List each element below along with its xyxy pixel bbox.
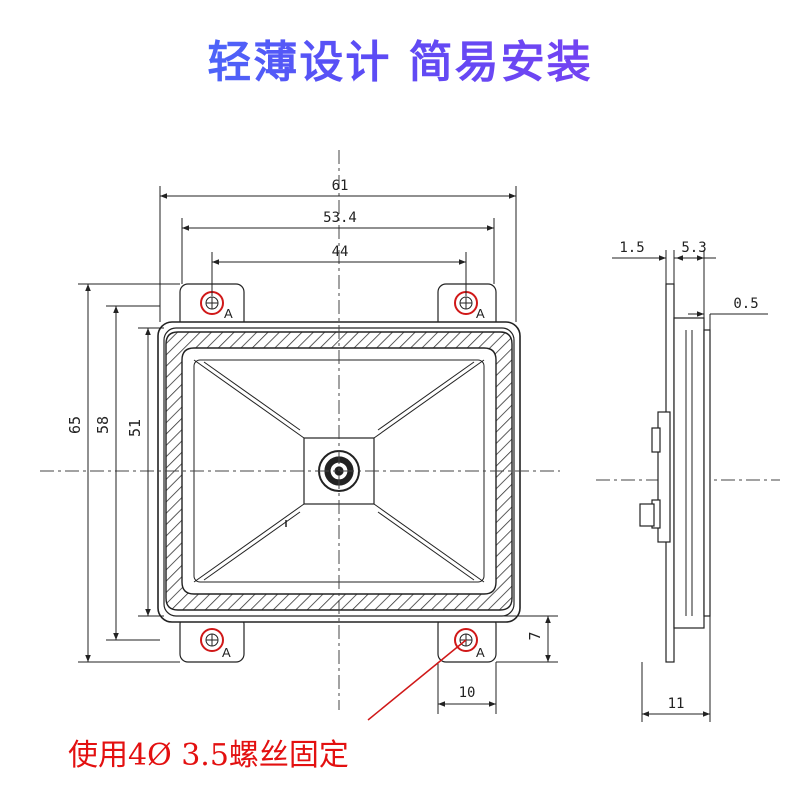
page-title: 轻薄设计 简易安装 (0, 26, 800, 90)
dim-height-mid: 58 (94, 416, 112, 434)
cone-lines (193, 359, 485, 583)
dim-tab-height: 7 (526, 631, 544, 640)
hole-top-left (205, 296, 219, 310)
hole-bottom-left (205, 633, 219, 647)
center-lines (40, 150, 780, 710)
leader-line (367, 639, 467, 721)
side-view (639, 283, 711, 663)
dim-side-flange: 1.5 (619, 240, 644, 256)
dim-height-outer: 65 (66, 416, 84, 434)
dim-width-mid: 53.4 (323, 210, 357, 226)
hole-top-right (459, 296, 473, 310)
dim-side-body: 5.3 (681, 240, 706, 256)
dim-width-outer: 61 (332, 178, 349, 194)
side-terminal (657, 411, 671, 543)
dim-tab-width: 10 (459, 685, 476, 701)
hole-marker-bl: A (222, 645, 231, 660)
side-dimension-lines (612, 250, 768, 722)
dim-height-inner: 51 (126, 419, 144, 437)
side-lip (703, 329, 711, 617)
dim-side-lip: 0.5 (733, 296, 758, 312)
hole-markers: A A A A (222, 306, 485, 660)
hole-marker-tl: A (224, 306, 233, 321)
mounting-note: 使用4Ø 3.5螺丝固定 (68, 738, 349, 773)
hole-marker-br: A (476, 645, 485, 660)
hatched-wall (165, 331, 513, 611)
side-body (673, 317, 705, 629)
hole-marker-tr: A (476, 306, 485, 321)
dim-side-total: 11 (668, 696, 685, 712)
dimension-lines (78, 186, 558, 714)
dim-width-hole: 44 (332, 244, 349, 260)
front-view (157, 283, 521, 663)
